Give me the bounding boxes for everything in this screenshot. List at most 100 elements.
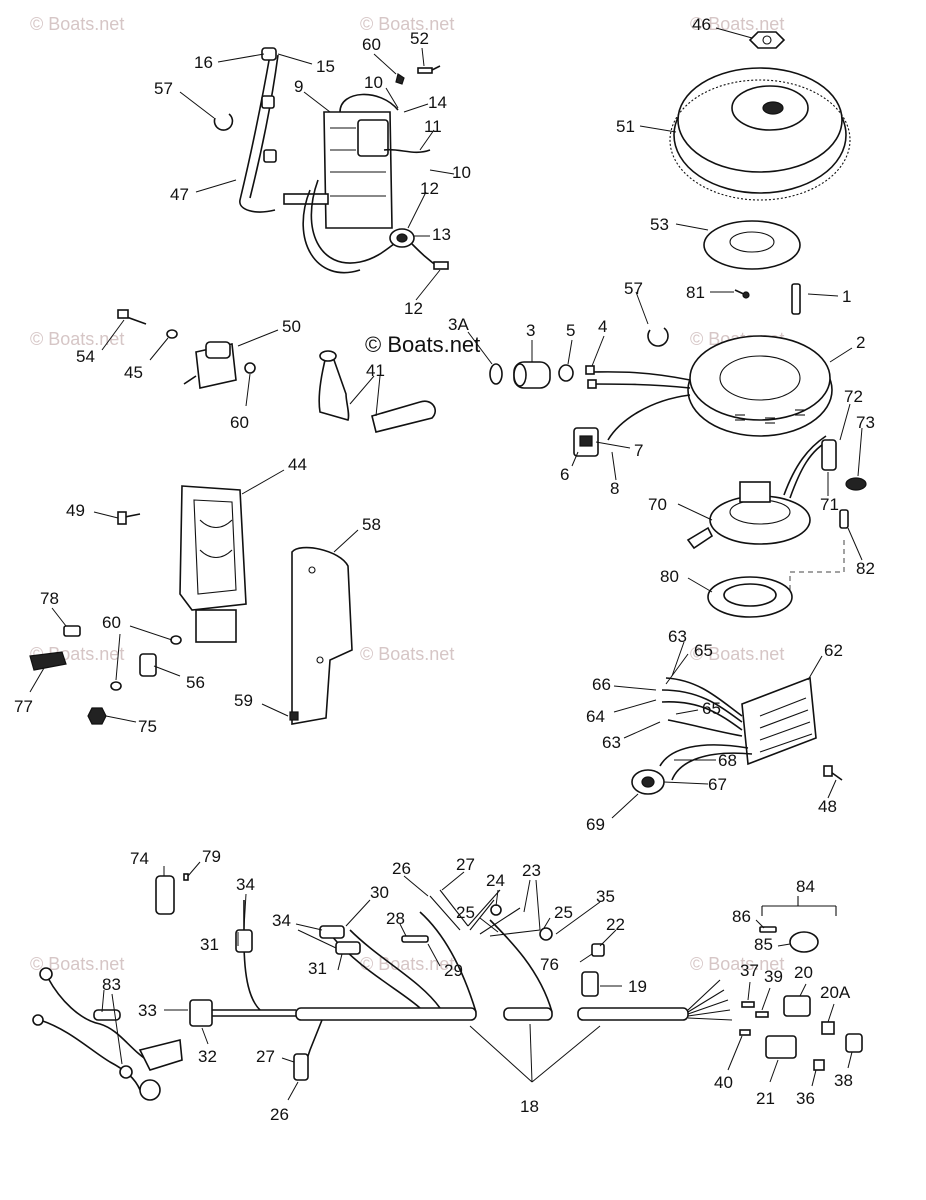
callout-label: 78 (40, 589, 59, 608)
callout-label: 74 (130, 849, 149, 868)
callout-label: 27 (256, 1047, 275, 1066)
callout-label: 34 (272, 911, 291, 930)
callout-label: 81 (686, 283, 705, 302)
callout-label: 80 (660, 567, 679, 586)
timer-base-part (703, 220, 801, 270)
callout-label: 20A (820, 983, 851, 1002)
callout-label: 44 (288, 455, 307, 474)
callout-label: 4 (598, 317, 607, 336)
callout-label: 52 (410, 29, 429, 48)
stud-part (139, 653, 157, 677)
callout-label: 31 (308, 959, 327, 978)
callout-label: 82 (856, 559, 875, 578)
bracket-part (179, 485, 247, 611)
callout-label: 39 (764, 967, 783, 986)
callout-label: 65 (702, 699, 721, 718)
callout-label: 25 (456, 903, 475, 922)
callout-label: 32 (198, 1047, 217, 1066)
callout-label: 84 (796, 877, 815, 896)
callout-label: 5 (566, 321, 575, 340)
callout-label: 73 (856, 413, 875, 432)
watermark: © Boats.net (690, 954, 784, 974)
callout-label: 10 (364, 73, 383, 92)
callout-label: 34 (236, 875, 255, 894)
callout-label: 12 (420, 179, 439, 198)
callout-label: 77 (14, 697, 33, 716)
callout-label: 63 (602, 733, 621, 752)
callout-label: 23 (522, 861, 541, 880)
callout-labels: 46 51 53 81 1 57 2 72 73 71 70 82 80 3A … (14, 15, 875, 1124)
callout-label: 63 (668, 627, 687, 646)
callout-label: 57 (154, 79, 173, 98)
callout-label: 16 (194, 53, 213, 72)
callout-label: 25 (554, 903, 573, 922)
callout-label: 1 (842, 287, 851, 306)
callout-label: 41 (366, 361, 385, 380)
callout-label: 3A (448, 315, 469, 334)
callout-label: 15 (316, 57, 335, 76)
callout-label: 27 (456, 855, 475, 874)
callout-label: 60 (362, 35, 381, 54)
callout-label: 69 (586, 815, 605, 834)
rectifier-group (631, 676, 843, 795)
callout-label: 18 (520, 1097, 539, 1116)
watermark: © Boats.net (360, 14, 454, 34)
callout-label: 86 (732, 907, 751, 926)
callout-label: 51 (616, 117, 635, 136)
callout-label: 2 (856, 333, 865, 352)
bracket-group (29, 485, 353, 725)
connector-group (739, 896, 863, 1071)
callout-label: 47 (170, 185, 189, 204)
callout-label: 50 (282, 317, 301, 336)
callout-label: 49 (66, 501, 85, 520)
callout-label: 24 (486, 871, 505, 890)
callout-label: 11 (424, 117, 442, 136)
cover-part (291, 546, 353, 725)
boot-part (318, 354, 350, 421)
callout-label: 31 (200, 935, 219, 954)
callout-label: 59 (234, 691, 253, 710)
callout-label: 22 (606, 915, 625, 934)
callout-label: 8 (610, 479, 619, 498)
screw-part (791, 283, 801, 315)
callout-label: 62 (824, 641, 843, 660)
callout-label: 54 (76, 347, 95, 366)
callout-label: 85 (754, 935, 773, 954)
callout-label: 75 (138, 717, 157, 736)
callout-label: 60 (102, 613, 121, 632)
callout-label: 3 (526, 321, 535, 340)
callout-label: 79 (202, 847, 221, 866)
callout-label: 76 (540, 955, 559, 974)
callout-label: 65 (694, 641, 713, 660)
callout-label: 60 (230, 413, 249, 432)
callout-label: 19 (628, 977, 647, 996)
watermark: © Boats.net (360, 644, 454, 664)
boots-group (318, 350, 436, 433)
callout-label: 66 (592, 675, 611, 694)
callout-label: 64 (586, 707, 605, 726)
watermark-main: © Boats.net (365, 332, 480, 357)
coil-group (213, 47, 449, 274)
callout-label: 56 (186, 673, 205, 692)
watermark: © Boats.net (360, 954, 454, 974)
callout-label: 67 (708, 775, 727, 794)
callout-label: 35 (596, 887, 615, 906)
plug-group (489, 361, 574, 389)
callout-label: 20 (794, 963, 813, 982)
watermark: © Boats.net (690, 14, 784, 34)
callout-label: 9 (294, 77, 303, 96)
callout-label: 6 (560, 465, 569, 484)
watermarks: © Boats.net © Boats.net © Boats.net © Bo… (30, 14, 784, 974)
callout-label: 38 (834, 1071, 853, 1090)
watermark: © Boats.net (30, 954, 124, 974)
callout-label: 45 (124, 363, 143, 382)
callout-label: 58 (362, 515, 381, 534)
flywheel-group (573, 31, 867, 618)
callout-label: 26 (270, 1105, 289, 1124)
callout-label: 28 (386, 909, 405, 928)
callout-label: 7 (634, 441, 643, 460)
callout-label: 37 (740, 961, 759, 980)
callout-label: 26 (392, 859, 411, 878)
coil-small-group (117, 309, 256, 389)
